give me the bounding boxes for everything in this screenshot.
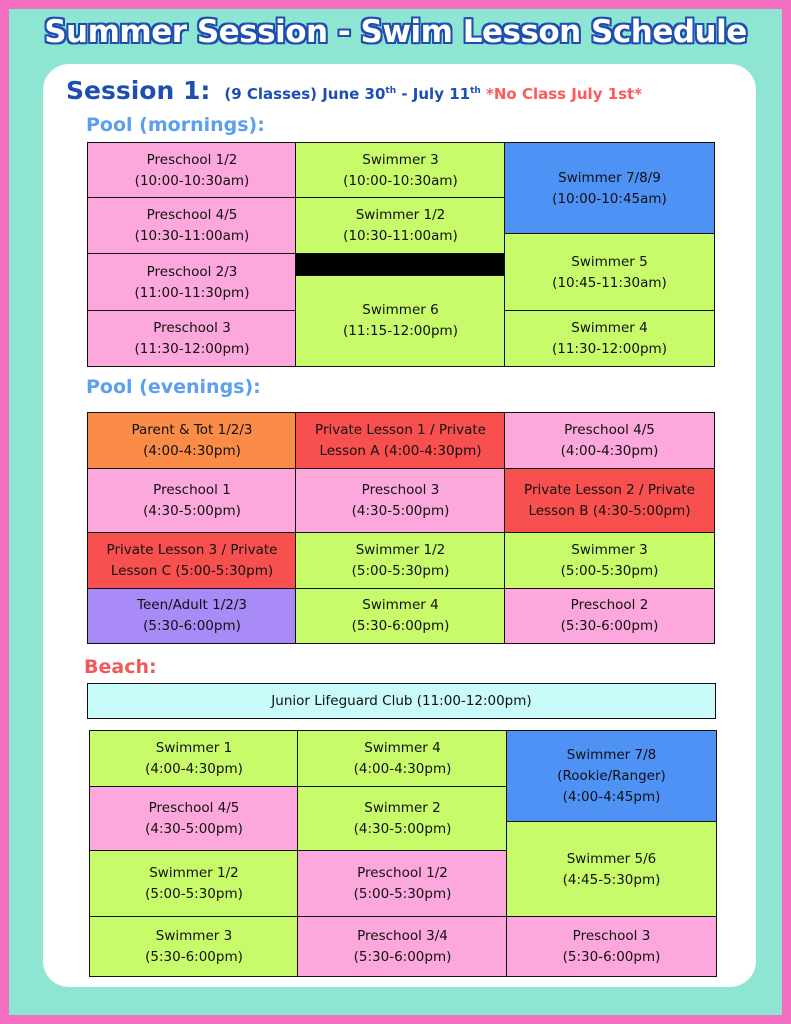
schedule-cell: Preschool 4/5 (4:00-4:30pm) [504,412,715,470]
schedule-cell: Preschool 2/3 (11:00-11:30pm) [87,253,297,312]
beach-label: Beach: [84,656,157,678]
schedule-cell: Swimmer 4 (5:30-6:00pm) [295,588,506,644]
schedule-cell: Preschool 4/5 (4:30-5:00pm) [89,786,299,852]
schedule-cell: Private Lesson 1 / Private Lesson A (4:0… [295,412,506,470]
session-header: Session 1:(9 Classes) June 30th - July 1… [66,76,642,105]
session-dates-start: (9 Classes) June 30 [224,85,386,103]
schedule-cell: Swimmer 1 (4:00-4:30pm) [89,730,299,788]
no-class-note: *No Class July 1st* [480,85,643,103]
schedule-cell: Preschool 1/2 (5:00-5:30pm) [297,850,508,918]
schedule-cell: Preschool 1/2 (10:00-10:30am) [87,142,297,199]
schedule-cell: Parent & Tot 1/2/3 (4:00-4:30pm) [87,412,297,470]
schedule-cell: Preschool 3 (4:30-5:00pm) [295,468,506,534]
schedule-cell: Swimmer 1/2 (10:30-11:00am) [295,197,506,255]
schedule-cell: Swimmer 2 (4:30-5:00pm) [297,786,508,852]
blocked-slot [295,253,506,277]
schedule-cell: Preschool 1 (4:30-5:00pm) [87,468,297,534]
pool-mornings-label: Pool (mornings): [86,114,265,136]
schedule-cell: Swimmer 4 (11:30-12:00pm) [504,310,715,367]
date-suffix: th [470,86,481,96]
schedule-cell: Preschool 2 (5:30-6:00pm) [504,588,715,644]
schedule-cell: Preschool 3/4 (5:30-6:00pm) [297,916,508,977]
schedule-cell: Swimmer 7/8 (Rookie/Ranger) (4:00-4:45pm… [506,730,717,823]
schedule-cell: Swimmer 7/8/9 (10:00-10:45am) [504,142,715,235]
schedule-cell: Preschool 4/5 (10:30-11:00am) [87,197,297,255]
schedule-cell: Junior Lifeguard Club (11:00-12:00pm) [87,683,716,719]
schedule-cell: Swimmer 5 (10:45-11:30am) [504,233,715,312]
schedule-cell: Swimmer 3 (10:00-10:30am) [295,142,506,199]
schedule-cell: Preschool 3 (11:30-12:00pm) [87,310,297,367]
pool-evenings-label: Pool (evenings): [86,376,261,398]
session-label: Session 1: [66,76,211,105]
schedule-cell: Swimmer 1/2 (5:00-5:30pm) [295,532,506,590]
schedule-cell: Teen/Adult 1/2/3 (5:30-6:00pm) [87,588,297,644]
schedule-cell: Private Lesson 3 / Private Lesson C (5:0… [87,532,297,590]
schedule-cell: Swimmer 6 (11:15-12:00pm) [295,275,506,367]
schedule-cell: Preschool 3 (5:30-6:00pm) [506,916,717,977]
schedule-cell: Private Lesson 2 / Private Lesson B (4:3… [504,468,715,534]
schedule-cell: Swimmer 5/6 (4:45-5:30pm) [506,821,717,918]
session-details: (9 Classes) June 30th - July 11th [224,85,480,103]
schedule-cell: Swimmer 4 (4:00-4:30pm) [297,730,508,788]
date-suffix: th [385,86,397,96]
session-dates-end: - July 11 [396,85,471,103]
schedule-cell: Swimmer 3 (5:30-6:00pm) [89,916,299,977]
page-title: Summer Session - Swim Lesson Schedule [44,14,747,50]
schedule-cell: Swimmer 1/2 (5:00-5:30pm) [89,850,299,918]
schedule-cell: Swimmer 3 (5:00-5:30pm) [504,532,715,590]
